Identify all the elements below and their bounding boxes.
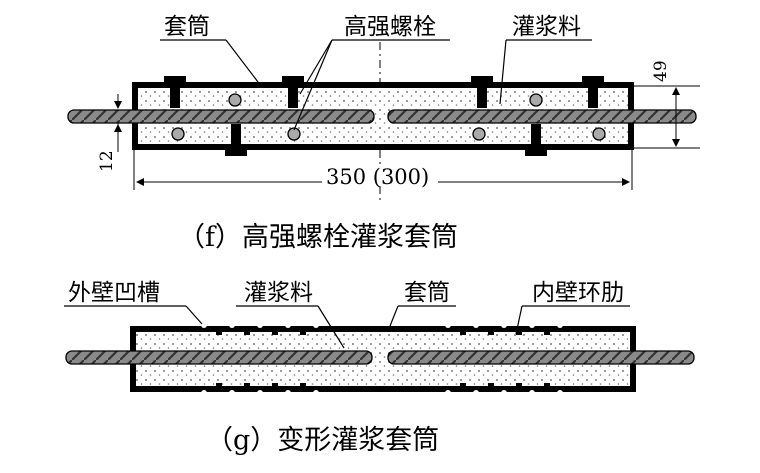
- leader-grout-f: [499, 39, 507, 105]
- bolt-bottom-2: [525, 124, 547, 156]
- bolt-hole: [171, 127, 185, 141]
- bolt-top-3: [471, 76, 493, 108]
- label-bolt-f: 高强螺栓: [344, 14, 436, 40]
- label-grout-g: 灌浆料: [244, 280, 313, 306]
- dim-length-label: 350 (300): [326, 165, 429, 189]
- inner-ribs: [216, 332, 550, 386]
- rebar-right: [387, 109, 697, 124]
- bolt-top-1: [164, 76, 186, 108]
- rebar-left-g: [65, 350, 373, 365]
- sleeve-bottom-wall-g: [132, 386, 634, 392]
- leader-sleeve-f: [225, 39, 259, 83]
- dim-height-label: 49: [651, 60, 671, 82]
- label-sleeve-g: 套筒: [404, 280, 450, 306]
- bolt-top-4: [582, 76, 604, 108]
- leader-rib: [515, 305, 523, 335]
- sleeve-top-wall-g: [132, 326, 634, 332]
- bolt-hole: [228, 93, 242, 107]
- leader-bolt-f: [293, 39, 333, 131]
- outer-grooves: [201, 322, 563, 396]
- rebar-right-g: [387, 350, 695, 365]
- diagram-g: 外壁凹槽 灌浆料 套筒 内壁环肋 （g）变形灌浆套筒: [64, 280, 695, 456]
- label-rib-g: 内壁环肋: [532, 280, 624, 306]
- bolt-hole: [472, 127, 486, 141]
- leader-sleeve-g: [389, 305, 399, 327]
- dim-rebar-label: 12: [97, 150, 117, 172]
- bolt-hole: [529, 93, 543, 107]
- label-grout-f: 灌浆料: [512, 14, 581, 40]
- sleeve-bottom-wall: [134, 144, 632, 150]
- sleeve-top-wall: [134, 82, 632, 88]
- caption-f: （f）高强螺栓灌浆套筒: [178, 222, 458, 253]
- bolt-top-2: [282, 76, 304, 108]
- diagram-f: 套筒 高强螺栓 灌浆料 49 12 350 (300) （f）高强螺栓灌浆套筒: [67, 14, 700, 253]
- bolt-hole: [287, 127, 301, 141]
- bolt-bottom-1: [225, 124, 247, 156]
- leader-groove: [185, 305, 203, 325]
- leader-bolt-f: [299, 39, 333, 95]
- bolt-hole: [592, 127, 606, 141]
- label-groove-g: 外壁凹槽: [68, 280, 160, 306]
- caption-g: （g）变形灌浆套筒: [206, 425, 439, 456]
- label-sleeve-f: 套筒: [164, 14, 210, 40]
- rebar-left: [67, 109, 375, 124]
- leader-grout-g: [317, 305, 345, 349]
